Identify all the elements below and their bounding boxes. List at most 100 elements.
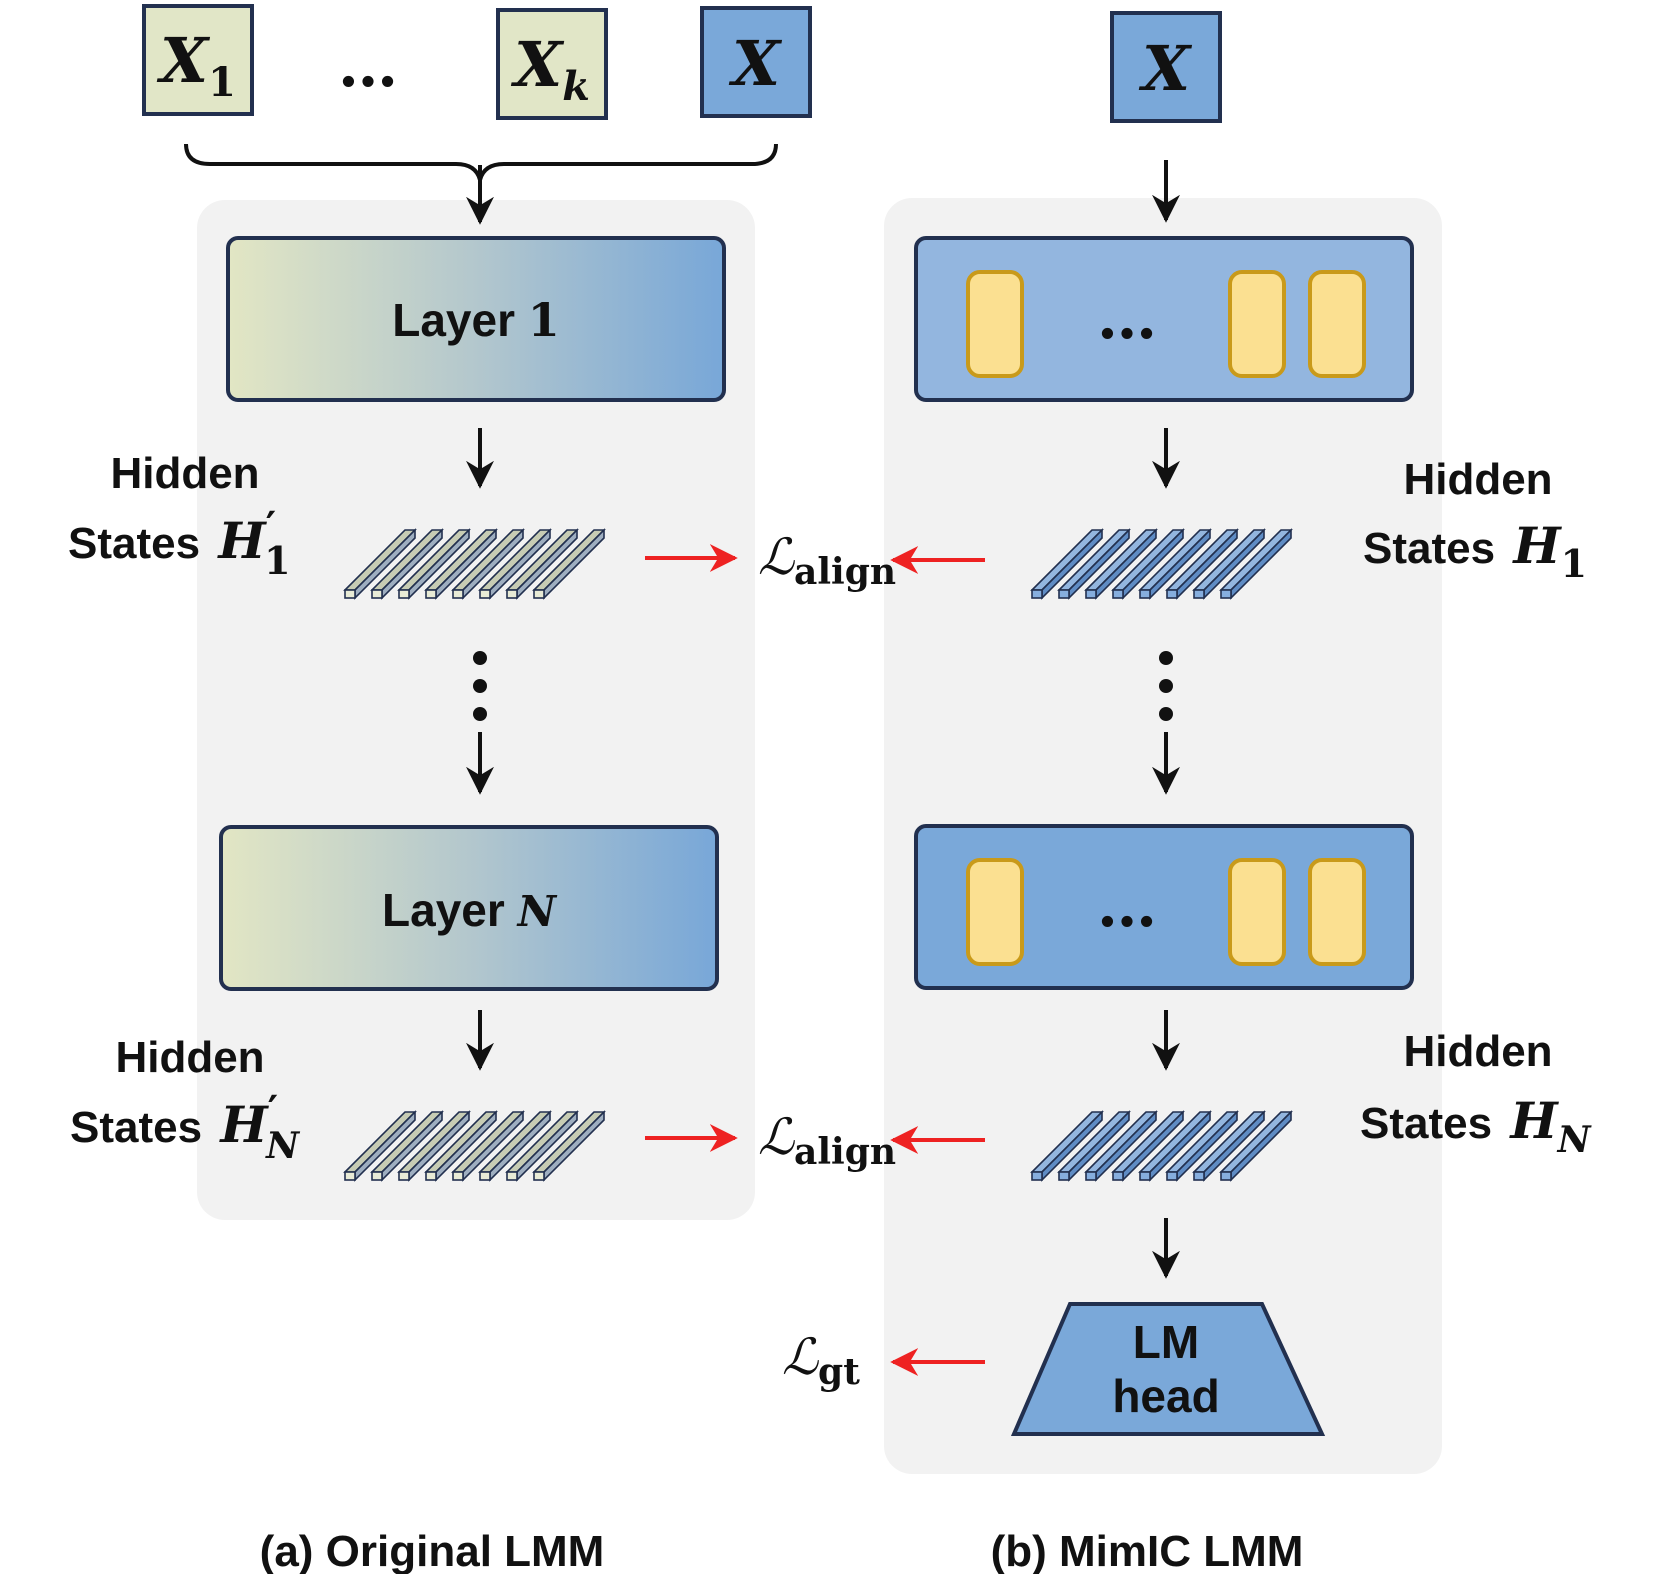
layer-n-block: Layer N	[219, 825, 719, 991]
hidden-state-token	[424, 1110, 498, 1182]
hidden-state-token	[1192, 528, 1266, 600]
loss-gt: ℒgt	[782, 1328, 860, 1393]
hidden-label-left-1-prime: ′	[266, 503, 277, 550]
hidden-state-token	[1138, 528, 1212, 600]
loss-align-bottom: ℒalign	[758, 1108, 896, 1173]
hidden-label-right-1-line1: Hidden	[1403, 455, 1552, 504]
hidden-state-token	[1165, 528, 1239, 600]
hidden-label-right-n-sub: N	[1557, 1119, 1593, 1161]
hidden-state-token	[451, 528, 525, 600]
hidden-label-left-n-sym: H	[218, 1095, 269, 1154]
loss-align-bottom-sub: align	[794, 1131, 896, 1173]
adapter-slot	[1308, 858, 1366, 966]
hidden-label-right-1-states: States	[1363, 524, 1495, 573]
hidden-state-token	[343, 1110, 417, 1182]
hidden-state-token	[370, 1110, 444, 1182]
hidden-label-right-1-sub: 1	[1561, 541, 1587, 586]
hidden-states-right-1	[1030, 528, 1293, 600]
hidden-label-left-1-sub: 1	[264, 538, 290, 583]
layer-1-index: 1	[528, 293, 560, 347]
lm-head-line1: LM	[1133, 1316, 1199, 1368]
hidden-label-left-n-line2: States H′N	[70, 1087, 301, 1167]
svg-text:Layer N: Layer N	[382, 884, 558, 936]
adapter-slot	[966, 858, 1024, 966]
hidden-state-token	[1165, 1110, 1239, 1182]
mimic-block-1: …	[914, 236, 1414, 402]
vertical-dots-right	[1159, 651, 1173, 721]
layer-1-block: Layer 1	[226, 236, 726, 402]
input-x1-main: X	[156, 24, 211, 97]
loss-align-top-sub: align	[794, 551, 896, 593]
hidden-states-right-n	[1030, 1110, 1293, 1182]
hidden-label-right-1-sym: H	[1511, 516, 1562, 575]
hidden-state-token	[1192, 1110, 1266, 1182]
block-n-ellipsis: …	[1097, 871, 1157, 941]
hidden-state-token	[451, 1110, 525, 1182]
hidden-state-token	[397, 528, 471, 600]
hidden-state-token	[370, 528, 444, 600]
adapter-slot	[1228, 858, 1286, 966]
mimic-block-n: …	[914, 824, 1414, 990]
hidden-state-token	[424, 528, 498, 600]
hidden-label-right-1-line2: States H1	[1363, 516, 1587, 586]
hidden-state-token	[505, 1110, 579, 1182]
hidden-state-token	[532, 1110, 606, 1182]
svg-text:X1: X1	[156, 24, 236, 106]
input-xk-main: X	[510, 28, 565, 101]
input-x-box: X	[700, 6, 812, 118]
hidden-label-left-1-sym: H	[216, 511, 267, 570]
hidden-state-token	[505, 528, 579, 600]
loss-align-bottom-sym: ℒ	[758, 1108, 795, 1166]
hidden-states-left-n	[343, 1110, 606, 1182]
hidden-label-left-1-line2: States H′1	[68, 503, 291, 583]
loss-gt-sub: gt	[818, 1351, 860, 1393]
svg-text:Layer 1: Layer 1	[392, 293, 560, 347]
svg-text:Xk: Xk	[510, 28, 590, 110]
hidden-state-token	[1111, 1110, 1185, 1182]
adapter-slot	[966, 270, 1024, 378]
hidden-state-token	[1219, 528, 1293, 600]
caption-mimic-lmm: (b) MimIC LMM	[991, 1527, 1304, 1574]
hidden-state-token	[478, 528, 552, 600]
input-x-main: X	[728, 27, 783, 100]
layer-n-word: Layer	[382, 884, 505, 936]
hidden-state-token	[1057, 1110, 1131, 1182]
hidden-state-token	[397, 1110, 471, 1182]
hidden-states-left-1	[343, 528, 606, 600]
hidden-label-left-1-line1: Hidden	[110, 449, 259, 498]
lm-head-line2: head	[1112, 1370, 1219, 1422]
hidden-state-token	[1111, 528, 1185, 600]
hidden-label-right-n-line1: Hidden	[1403, 1027, 1552, 1076]
adapter-slot	[1228, 270, 1286, 378]
hidden-label-right-n-sym: H	[1508, 1091, 1559, 1150]
lm-head: LM head	[1010, 1302, 1326, 1436]
hidden-state-token	[478, 1110, 552, 1182]
hidden-state-token	[1057, 528, 1131, 600]
caption-original-lmm: (a) Original LMM	[260, 1527, 605, 1574]
hidden-state-token	[532, 528, 606, 600]
hidden-state-token	[1219, 1110, 1293, 1182]
hidden-label-left-n-sub: N	[265, 1125, 301, 1167]
hidden-label-left-n-prime: ′	[268, 1087, 279, 1134]
hidden-state-token	[343, 528, 417, 600]
hidden-label-left-1-states: States	[68, 519, 200, 568]
hidden-label-right-n-line2: States HN	[1360, 1091, 1593, 1161]
vertical-dots-left	[473, 651, 487, 721]
loss-align-top: ℒalign	[758, 528, 896, 593]
block-1-ellipsis: …	[1097, 283, 1157, 353]
input-xk-box: Xk	[496, 8, 608, 120]
input-x1-box: X1	[142, 4, 254, 116]
hidden-state-token	[1084, 528, 1158, 600]
hidden-state-token	[1084, 1110, 1158, 1182]
hidden-state-token	[1030, 528, 1104, 600]
inputs-ellipsis: …	[338, 31, 398, 101]
hidden-state-token	[1030, 1110, 1104, 1182]
loss-align-top-sym: ℒ	[758, 528, 795, 586]
hidden-label-right-n-states: States	[1360, 1099, 1492, 1148]
layer-1-word: Layer	[392, 294, 515, 346]
input-x-right-box: X	[1110, 11, 1222, 123]
hidden-state-token	[1138, 1110, 1212, 1182]
layer-n-index: N	[516, 887, 558, 936]
input-x1-sub: 1	[208, 59, 236, 106]
